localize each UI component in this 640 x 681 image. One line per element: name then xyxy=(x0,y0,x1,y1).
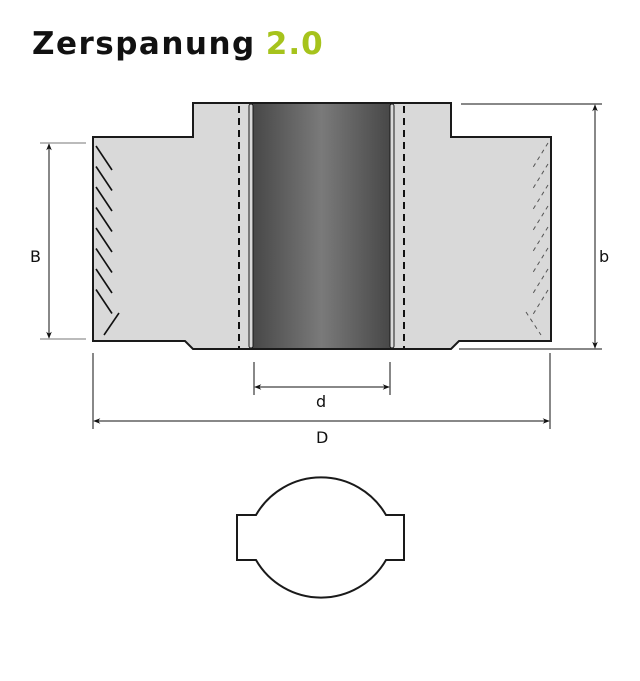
hatch-stroke xyxy=(95,227,113,253)
hatch-stroke xyxy=(95,166,113,191)
hatch-stroke xyxy=(531,289,549,317)
dim-B-label: B xyxy=(30,247,41,266)
hatch-stroke xyxy=(95,207,113,232)
hatch-stroke xyxy=(95,248,113,273)
right-body-section xyxy=(390,102,552,350)
bore-edge-left xyxy=(248,103,254,349)
hatch-stroke xyxy=(95,186,113,212)
hatch-stroke xyxy=(531,247,549,275)
logo-version: 2.0 xyxy=(265,26,324,62)
left-body-section xyxy=(92,102,253,350)
hatch-stroke xyxy=(95,268,113,294)
hatch-stroke xyxy=(531,142,549,170)
hatch-stroke xyxy=(95,145,113,171)
dim-b-label: b xyxy=(599,247,609,266)
logo-text: Zerspanung xyxy=(32,26,256,62)
hatch-stroke xyxy=(531,268,549,296)
hatch-stroke xyxy=(531,184,549,212)
hatching-right xyxy=(525,142,549,336)
hatching-left xyxy=(95,145,120,336)
hatch-stroke xyxy=(531,205,549,233)
bore-edge-right xyxy=(389,103,395,349)
hatch-stroke xyxy=(95,289,113,314)
logo: Zerspanung 2.0 xyxy=(32,26,324,62)
dim-D-label: D xyxy=(316,428,328,447)
dim-d-label: d xyxy=(316,392,326,411)
hatch-stroke xyxy=(531,163,549,191)
hatch-stroke xyxy=(531,226,549,254)
bore-cylinder xyxy=(251,102,392,350)
hatch-stroke xyxy=(103,312,120,336)
top-profile-outline xyxy=(236,476,405,599)
